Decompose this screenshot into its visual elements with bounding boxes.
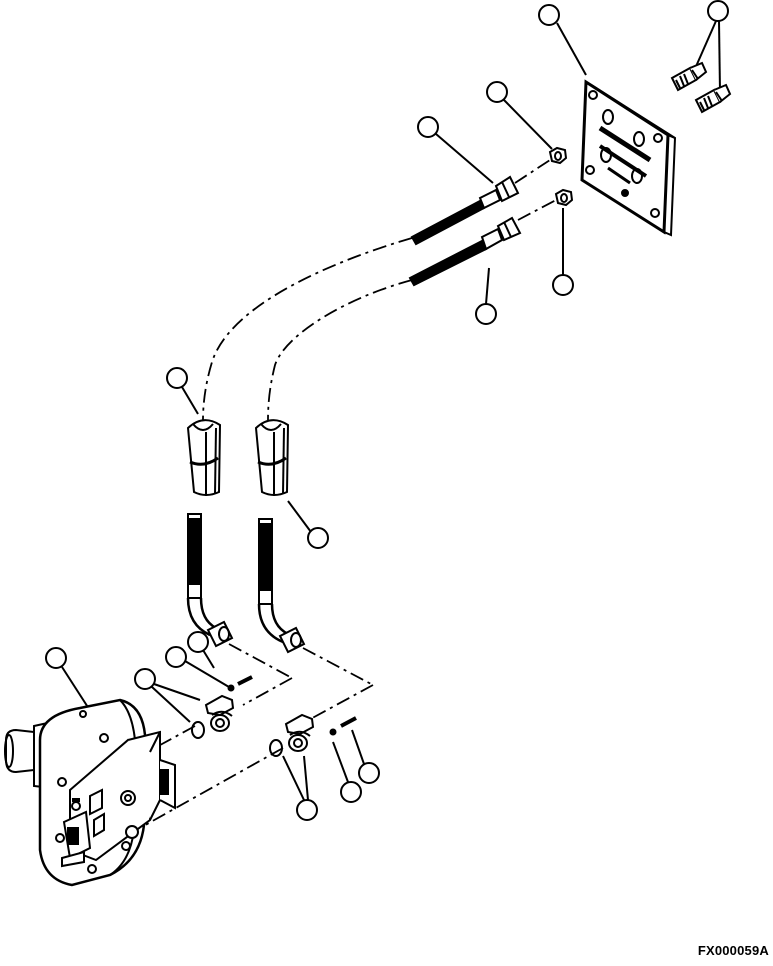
lower-nut-callout (552, 208, 574, 296)
upper-nut (548, 146, 568, 165)
fittings-callout (693, 0, 729, 93)
upper-nut-callout (486, 81, 553, 150)
upper-hose-callout (417, 116, 494, 184)
routing-lines (139, 159, 557, 829)
right-hose-guard (254, 419, 290, 496)
left-hose-guard (186, 419, 222, 496)
left-guard-callout (166, 367, 199, 415)
fitting-lower (694, 83, 732, 114)
flange-callout (187, 631, 215, 669)
left-bolts (227, 675, 253, 692)
lower-hose (408, 216, 522, 287)
figure-code: FX000059A (697, 943, 769, 958)
upper-hose (410, 175, 520, 246)
oring-callout (134, 668, 201, 723)
right-lower-hose (257, 518, 306, 654)
right-split-flange (284, 713, 315, 752)
right-oring-callout (282, 755, 318, 821)
right-guard-callout (287, 500, 329, 549)
right-washer-callout (332, 741, 362, 803)
hydraulic-motor (4, 698, 176, 887)
motor-callout (45, 647, 92, 713)
plate-callout (538, 4, 587, 76)
right-bolts (329, 716, 357, 736)
left-split-flange (204, 694, 235, 732)
lower-nut (554, 188, 574, 207)
fitting-upper (670, 61, 708, 92)
left-lower-hose (186, 513, 234, 648)
bolt-callout (165, 646, 230, 688)
right-bolt-callout (351, 729, 380, 784)
left-oring (191, 721, 205, 739)
lower-hose-callout (475, 267, 497, 325)
mounting-plate (580, 79, 677, 237)
right-oring (269, 739, 283, 757)
